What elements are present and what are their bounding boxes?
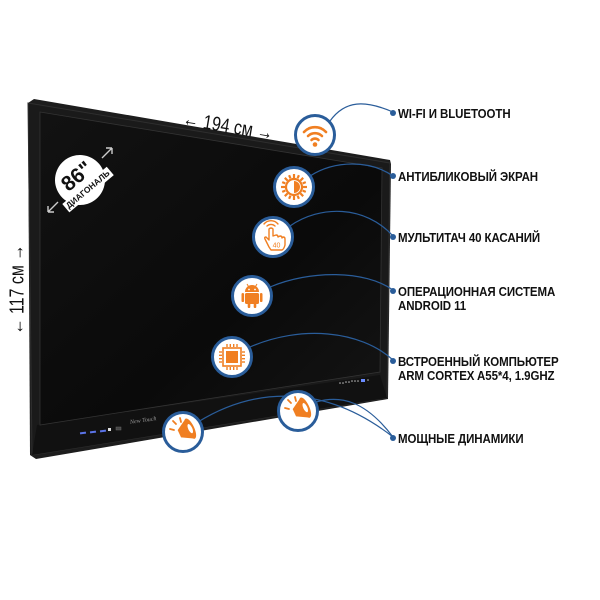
- feature-label-anti-glare: АНТИБЛИКОВЫЙ ЭКРАН: [398, 170, 538, 184]
- feature-label-computer: ВСТРОЕННЫЙ КОМПЬЮТЕР ARM CORTEX A55*4, 1…: [398, 355, 559, 383]
- wifi-icon: [294, 114, 336, 156]
- feature-label-wifi: WI-FI И BLUETOOTH: [398, 107, 511, 121]
- connector-dots: [390, 110, 396, 441]
- feature-label-multitouch: МУЛЬТИТАЧ 40 КАСАНИЙ: [398, 231, 540, 245]
- feature-label-line: ВСТРОЕННЫЙ КОМПЬЮТЕР: [398, 355, 559, 369]
- front-panel-ports: [79, 426, 122, 435]
- feature-label-speakers: МОЩНЫЕ ДИНАМИКИ: [398, 432, 524, 446]
- svg-text:40: 40: [273, 243, 281, 250]
- cpu-chip-icon: [211, 336, 253, 378]
- feature-label-os: ОПЕРАЦИОННАЯ СИСТЕМА ANDROID 11: [398, 285, 555, 313]
- feature-label-line: МОЩНЫЕ ДИНАМИКИ: [398, 432, 524, 446]
- feature-label-line: ARM CORTEX A55*4, 1.9GHZ: [398, 369, 555, 383]
- front-indicator-dots: [339, 379, 369, 384]
- feature-label-line: WI-FI И BLUETOOTH: [398, 107, 511, 121]
- anti-glare-sun-icon: [273, 166, 315, 208]
- multitouch-hand-icon: 40: [252, 216, 294, 258]
- feature-label-line: АНТИБЛИКОВЫЙ ЭКРАН: [398, 170, 539, 184]
- android-icon: [231, 275, 273, 317]
- height-dimension-label: ← 117 см →: [6, 244, 29, 335]
- connector-lines: [197, 103, 394, 438]
- diagonal-arrows-icon: [47, 147, 113, 213]
- feature-label-line: МУЛЬТИТАЧ 40 КАСАНИЙ: [398, 231, 541, 245]
- feature-label-line: ОПЕРАЦИОННАЯ СИСТЕМА: [398, 285, 556, 299]
- speaker-icon: [162, 411, 204, 453]
- speaker-icon: [277, 390, 319, 432]
- feature-label-line: ANDROID 11: [398, 299, 467, 313]
